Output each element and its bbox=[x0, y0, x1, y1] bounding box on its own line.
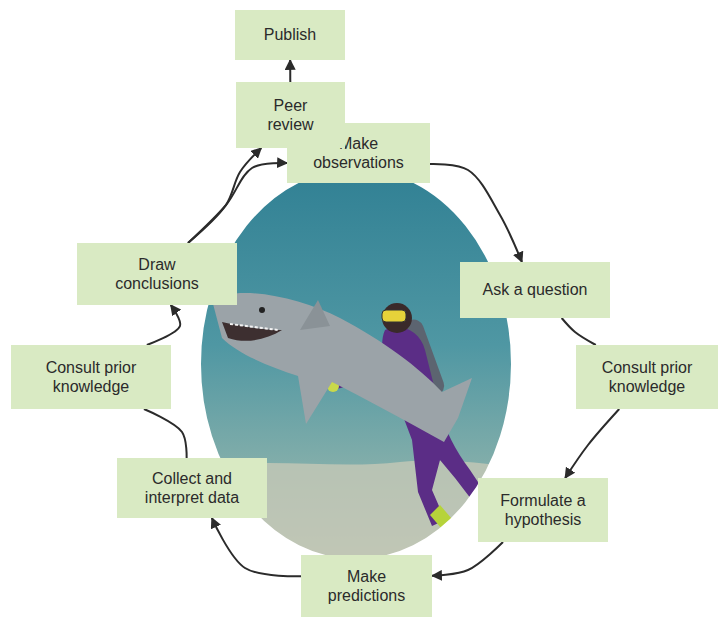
shark-body bbox=[212, 293, 472, 442]
step-label: Collect and interpret data bbox=[126, 469, 258, 507]
process-box: Ask a question bbox=[460, 262, 610, 318]
cycle-arrow bbox=[212, 518, 301, 576]
shark-fin bbox=[300, 300, 330, 330]
step-label: Peer review bbox=[259, 96, 323, 134]
cycle-arrow bbox=[562, 318, 596, 345]
cycle-arrow bbox=[430, 164, 522, 262]
process-box: Draw conclusions bbox=[77, 243, 237, 305]
cycle-arrow bbox=[432, 542, 503, 576]
cycle-arrow bbox=[565, 409, 619, 478]
process-box: Collect and interpret data bbox=[117, 458, 267, 518]
process-box: Consult prior knowledge bbox=[11, 345, 171, 409]
process-box: Make predictions bbox=[301, 555, 432, 617]
shark-mouth bbox=[222, 322, 282, 341]
step-label: Consult prior knowledge bbox=[586, 358, 708, 396]
diver-head bbox=[382, 303, 412, 333]
step-label: Ask a question bbox=[483, 280, 588, 299]
cycle-arrow bbox=[147, 305, 180, 345]
step-label: Make predictions bbox=[315, 567, 419, 605]
process-box: Peer review bbox=[236, 82, 345, 148]
cycle-arrow bbox=[289, 60, 291, 82]
process-box: Consult prior knowledge bbox=[576, 345, 718, 409]
step-label: Publish bbox=[264, 25, 316, 44]
diver-mask bbox=[382, 310, 406, 322]
cycle-arrow bbox=[188, 148, 261, 243]
shark-eye bbox=[259, 307, 265, 313]
step-label: Draw conclusions bbox=[105, 255, 209, 293]
process-box: Formulate a hypothesis bbox=[478, 478, 608, 542]
diver-fin bbox=[430, 505, 470, 548]
step-label: Consult prior knowledge bbox=[30, 358, 152, 396]
step-label: Formulate a hypothesis bbox=[487, 491, 599, 529]
cycle-arrow bbox=[144, 409, 187, 458]
shark-teeth bbox=[230, 324, 278, 330]
process-box: Publish bbox=[235, 10, 345, 60]
